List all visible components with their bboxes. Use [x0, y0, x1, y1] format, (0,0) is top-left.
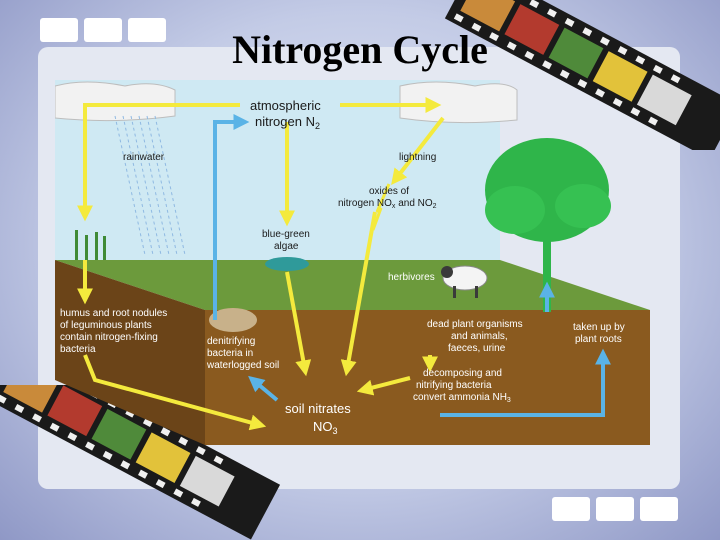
legume-plants — [75, 230, 106, 260]
arrow-lightning — [391, 116, 445, 186]
label-oxides-formula: nitrogen NOx and NO2 — [338, 198, 437, 210]
label-atmospheric: atmospheric — [250, 98, 321, 113]
nitrogen-cycle-diagram: atmospheric nitrogen N2 rainwater lightn… — [55, 80, 650, 445]
algae-pond — [265, 257, 309, 271]
decor-tab — [40, 18, 78, 42]
label-denitrifying-2: bacteria in — [207, 348, 253, 359]
grass-surface — [55, 260, 650, 310]
decor-tab — [596, 497, 634, 521]
label-humus-2: of leguminous plants — [60, 320, 152, 331]
label-herbivores: herbivores — [388, 272, 435, 283]
label-algae: algae — [274, 241, 299, 252]
label-soil-nitrates: soil nitrates — [285, 401, 351, 416]
label-atmospheric-n2: nitrogen N2 — [255, 114, 320, 131]
sheep — [441, 265, 488, 298]
label-decomp: decomposing and — [423, 368, 502, 379]
label-decomp-2: nitrifying bacteria — [416, 380, 492, 391]
decor-tab — [128, 18, 166, 42]
decor-tab — [84, 18, 122, 42]
decor-tab — [552, 497, 590, 521]
blue-flow-arrows — [213, 114, 611, 417]
arrow-humus-to-nitrates — [83, 354, 267, 431]
label-humus-3: contain nitrogen-fixing — [60, 332, 158, 343]
arrow-nitrates-to-denitrify — [248, 375, 279, 402]
cloud-right — [399, 81, 518, 124]
label-lightning: lightning — [399, 152, 436, 163]
label-dead-3: faeces, urine — [448, 343, 506, 354]
arrow-decomp-to-nitrates — [356, 376, 411, 396]
label-rainwater: rainwater — [123, 152, 165, 163]
label-denitrifying: denitrifying — [207, 336, 255, 347]
decor-tab — [640, 497, 678, 521]
label-dead: dead plant organisms — [427, 319, 523, 330]
arrow-atmos-to-legumes — [77, 103, 240, 222]
arrow-nitrates-to-roots — [440, 348, 611, 417]
label-dead-2: and animals, — [451, 331, 508, 342]
cloud-left — [55, 81, 176, 122]
label-humus: humus and root nodules — [60, 308, 167, 319]
waterlogged-patch — [209, 308, 257, 332]
arrow-denitrify-to-atmos — [213, 114, 250, 320]
filmstrip-top-right — [444, 0, 720, 150]
soil-front — [205, 310, 650, 445]
tree — [485, 138, 611, 312]
label-taken-2: plant roots — [575, 334, 622, 345]
slide-title: Nitrogen Cycle — [232, 27, 488, 72]
lightning-bolt — [371, 183, 391, 231]
label-decomp-3: convert ammonia NH3 — [413, 392, 511, 404]
label-oxides: oxides of — [369, 186, 409, 197]
label-taken: taken up by — [573, 322, 625, 333]
yellow-flow-arrows — [77, 97, 445, 431]
arrow-algae-to-soil — [285, 271, 312, 377]
label-humus-4: bacteria — [60, 344, 96, 355]
label-soil-no3: NO3 — [313, 419, 338, 436]
arrow-oxides-to-soil — [340, 211, 377, 377]
label-bluegreen: blue-green — [262, 229, 310, 240]
filmstrip-bottom-left — [0, 385, 281, 540]
label-denitrifying-3: waterlogged soil — [206, 360, 279, 371]
